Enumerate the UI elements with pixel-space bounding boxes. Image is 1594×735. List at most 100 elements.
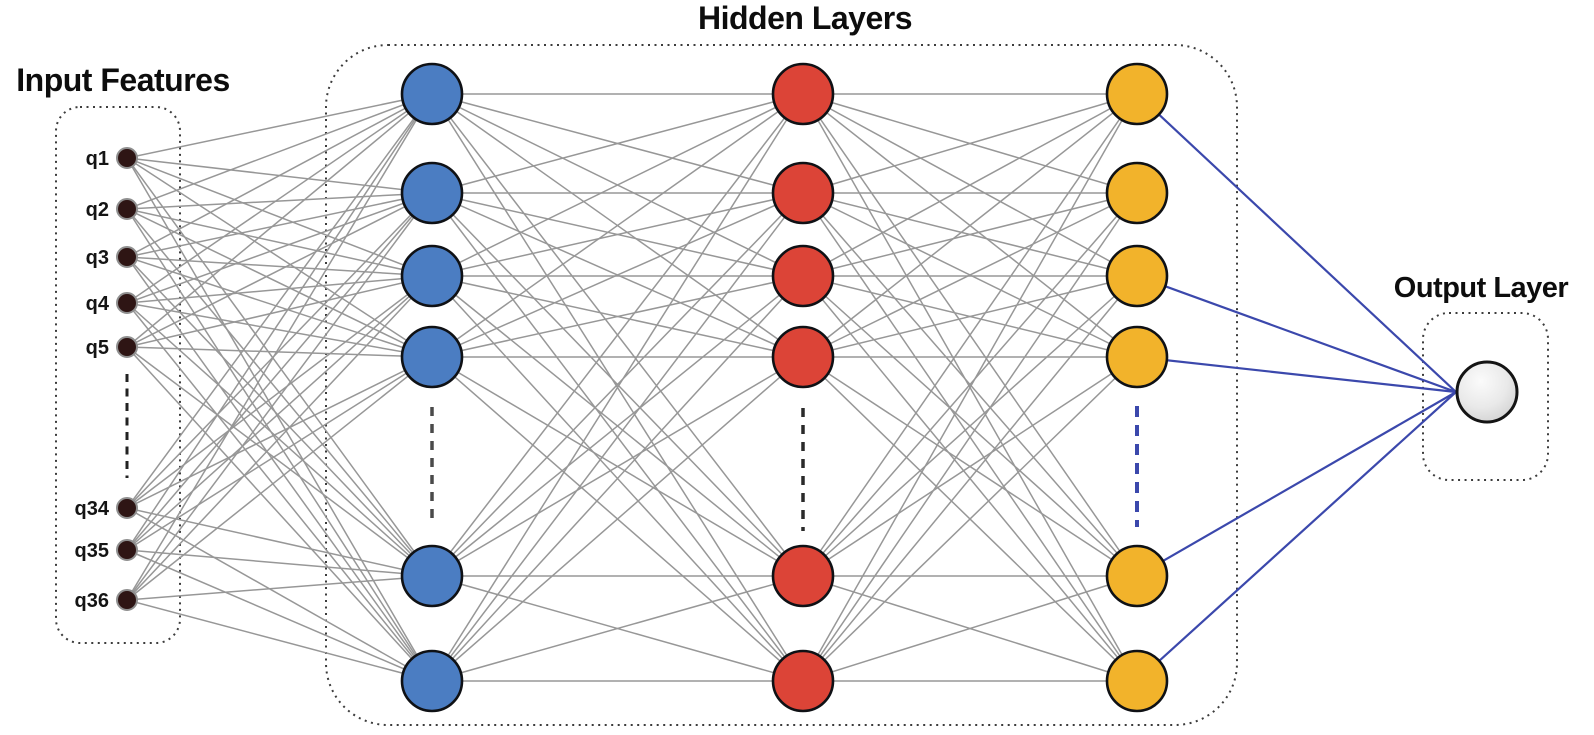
link-hidden2-hidden3 — [802, 275, 1138, 358]
link-hidden1-hidden2 — [431, 192, 804, 682]
hidden1-node-6 — [400, 649, 464, 713]
link-input-hidden1 — [126, 157, 433, 577]
link-input-hidden1 — [126, 346, 433, 358]
link-input-hidden1 — [126, 192, 433, 551]
link-hidden1-hidden2 — [431, 93, 804, 277]
link-hidden2-hidden3 — [802, 356, 1138, 682]
link-hidden2-hidden3 — [802, 93, 1138, 277]
link-hidden1-hidden2 — [431, 275, 804, 358]
input-label-q5: q5 — [86, 337, 109, 359]
input-node-q4 — [116, 292, 138, 314]
hidden1-node-5 — [400, 544, 464, 608]
link-hidden2-hidden3 — [802, 575, 1138, 682]
link-input-hidden1 — [126, 192, 433, 601]
link-hidden1-hidden2 — [431, 192, 804, 277]
hidden3-node-5 — [1105, 544, 1169, 608]
link-input-hidden1 — [126, 275, 433, 348]
link-hidden2-hidden3 — [802, 93, 1138, 358]
link-hidden3-output — [1136, 391, 1457, 682]
link-input-hidden1 — [126, 275, 433, 551]
hidden3-node-6 — [1105, 649, 1169, 713]
input-node-q1 — [116, 147, 138, 169]
link-hidden2-hidden3 — [802, 356, 1138, 577]
link-hidden1-hidden2 — [431, 93, 804, 194]
link-input-hidden1 — [126, 157, 433, 277]
link-input-hidden1 — [126, 256, 433, 358]
link-input-hidden1 — [126, 208, 433, 277]
link-hidden1-hidden2 — [431, 192, 804, 358]
link-input-hidden1 — [126, 192, 433, 258]
link-hidden3-output — [1136, 274, 1457, 394]
hidden-layers-title: Hidden Layers — [697, 0, 913, 36]
link-input-hidden1 — [126, 157, 433, 682]
link-input-hidden1 — [126, 302, 433, 682]
link-input-hidden1 — [126, 93, 433, 348]
hidden2-node-6 — [771, 649, 835, 713]
link-hidden2-hidden3 — [802, 192, 1138, 358]
hidden3-node-3 — [1105, 244, 1169, 308]
link-hidden1-hidden2 — [431, 356, 804, 682]
link-hidden1-hidden2 — [431, 93, 804, 577]
link-input-hidden1 — [126, 275, 433, 304]
input-label-q1: q1 — [86, 148, 109, 170]
hidden1-node-3 — [400, 244, 464, 308]
link-input-hidden1 — [126, 93, 433, 551]
hidden1-node-4 — [400, 325, 464, 389]
input-node-q36 — [116, 589, 138, 611]
link-input-hidden1 — [126, 275, 433, 509]
input-label-q4: q4 — [86, 293, 110, 315]
link-hidden1-hidden2 — [431, 93, 804, 358]
hidden3-node-1 — [1105, 62, 1169, 126]
link-hidden1-hidden2 — [431, 275, 804, 577]
link-input-hidden1 — [126, 346, 433, 577]
input-label-q36: q36 — [75, 590, 109, 612]
input-features-title: Input Features — [16, 62, 230, 98]
hidden1-node-2 — [400, 161, 464, 225]
link-hidden1-hidden2 — [431, 356, 804, 577]
output-node — [1455, 360, 1519, 424]
link-input-hidden1 — [126, 302, 433, 577]
link-hidden1-hidden2 — [431, 93, 804, 682]
link-hidden2-hidden3 — [802, 275, 1138, 682]
link-hidden2-hidden3 — [802, 192, 1138, 577]
link-hidden2-hidden3 — [802, 93, 1138, 194]
input-node-q34 — [116, 497, 138, 519]
link-input-hidden1 — [126, 256, 433, 577]
link-hidden2-hidden3 — [802, 93, 1138, 577]
link-input-hidden1 — [126, 599, 433, 682]
link-input-hidden1 — [126, 549, 433, 682]
link-input-hidden1 — [126, 93, 433, 159]
link-input-hidden1 — [126, 93, 433, 304]
hidden2-node-3 — [771, 244, 835, 308]
link-input-hidden1 — [126, 346, 433, 682]
link-input-hidden1 — [126, 208, 433, 358]
input-label-q3: q3 — [86, 247, 109, 269]
hidden2-node-1 — [771, 62, 835, 126]
input-node-q2 — [116, 198, 138, 220]
link-input-hidden1 — [126, 256, 433, 682]
output-layer-title: Output Layer — [1393, 272, 1569, 304]
link-input-hidden1 — [126, 575, 433, 601]
link-input-hidden1 — [126, 192, 433, 210]
link-input-hidden1 — [126, 93, 433, 509]
output-layer-box — [1422, 312, 1549, 481]
hidden2-node-4 — [771, 325, 835, 389]
input-label-q34: q34 — [75, 498, 110, 520]
link-hidden2-hidden3 — [802, 192, 1138, 682]
link-input-hidden1 — [126, 157, 433, 358]
input-node-q35 — [116, 539, 138, 561]
link-hidden1-hidden2 — [431, 575, 804, 682]
input-node-q3 — [116, 246, 138, 268]
input-node-q5 — [116, 336, 138, 358]
link-input-hidden1 — [126, 208, 433, 682]
link-hidden1-hidden2 — [431, 192, 804, 577]
link-hidden3-output — [1136, 93, 1457, 393]
link-hidden2-hidden3 — [802, 275, 1138, 577]
link-hidden3-output — [1136, 355, 1457, 394]
link-hidden3-output — [1136, 391, 1457, 577]
link-input-hidden1 — [126, 192, 433, 304]
link-input-hidden1 — [126, 356, 433, 551]
input-features-box — [55, 106, 181, 644]
